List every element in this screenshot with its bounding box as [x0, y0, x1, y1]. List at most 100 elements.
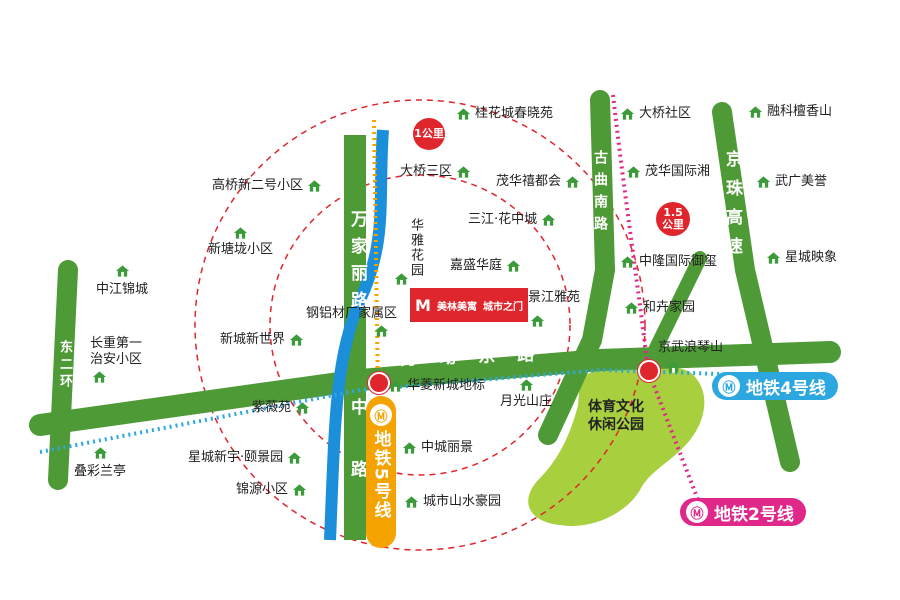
poi-maohuaguoji[interactable]: 茂华国际湘	[626, 164, 710, 180]
house-icon	[288, 452, 302, 464]
poi-label: 新塘垅小区	[208, 242, 274, 257]
metro-line4-badge[interactable]: Ⓜ 地铁4号线	[712, 372, 838, 400]
house-icon	[289, 334, 304, 346]
house-icon	[766, 252, 781, 264]
poi-chengshishanshui[interactable]: 城市山水豪园	[404, 494, 501, 510]
poi-xintanglong[interactable]: 新塘垅小区	[208, 226, 273, 258]
poi-label: 钢铝材厂家属区	[306, 306, 398, 321]
metro-line5-track	[372, 119, 380, 396]
house-icon	[565, 176, 580, 188]
house-icon	[93, 447, 107, 459]
metro-line5-label: 地铁5号线	[370, 430, 391, 520]
road-guqu	[538, 90, 616, 445]
road-dongerhuan	[48, 260, 78, 490]
metro-line2-badge[interactable]: Ⓜ 地铁2号线	[680, 498, 806, 526]
poi-maohuaxi[interactable]: 茂华禧都会	[496, 174, 580, 190]
brand-right: 城市之门	[482, 301, 523, 313]
poi-label-huayahuayuan[interactable]: 华雅花园	[408, 218, 423, 278]
poi-label: 高桥新二号小区	[212, 178, 304, 193]
poi-guihuacheng[interactable]: 桂花城春晓苑	[456, 106, 553, 122]
circle-1-5km	[194, 99, 646, 551]
poi-rongke[interactable]: 融科檀香山	[748, 104, 832, 120]
poi-label: 锦源小区	[236, 482, 289, 497]
poi-label: 京武浪琴山	[658, 340, 724, 355]
project-logo[interactable]: M 美林美寓 城市之门	[410, 288, 528, 322]
poi-label: 大桥三区	[400, 164, 453, 179]
poi-diecailanting[interactable]: 叠彩兰亭	[74, 446, 126, 480]
poi-label: 桂花城春晓苑	[475, 106, 554, 121]
house-icon	[620, 108, 635, 120]
poi-label: 中城丽景	[421, 440, 474, 455]
house-icon	[374, 325, 389, 337]
poi-sanjiang[interactable]: 三江·花中城	[468, 212, 556, 228]
poi-zhongchenglijing[interactable]: 中城丽景	[402, 440, 473, 456]
poi-wuguang[interactable]: 武广美誉	[756, 174, 827, 190]
poi-xingchengyingxiang[interactable]: 星城映象	[766, 250, 837, 266]
poi-changzhong[interactable]: 长重第一 治安小区	[90, 336, 142, 368]
house-icon	[115, 265, 129, 277]
house-icon	[402, 442, 417, 454]
metro-line2-track	[611, 94, 702, 506]
poi-heheijiayuan[interactable]: 和卉家园	[624, 300, 695, 316]
metro-line4-track	[39, 367, 721, 454]
road-label-wanjiali: 万家丽路	[347, 210, 367, 318]
brand-left: 美林美寓	[436, 301, 477, 313]
poi-tiyupark[interactable]: 体育文化 休闲公园	[588, 398, 644, 434]
poi-label: 和卉家园	[643, 300, 696, 315]
house-icon	[292, 484, 307, 496]
poi-label: 体育文化 休闲公园	[588, 399, 644, 433]
house-icon	[620, 256, 635, 268]
house-icon	[233, 227, 248, 239]
poi-jiashenghuating[interactable]: 嘉盛华庭	[450, 258, 521, 274]
poi-label: 茂华禧都会	[496, 174, 562, 189]
poi-label: 中隆国际御玺	[639, 254, 718, 269]
poi-xingchengxinyu[interactable]: 星城新宇·颐景园	[188, 450, 302, 466]
river-guitang	[324, 129, 389, 541]
poi-label: 叠彩兰亭	[74, 464, 127, 479]
house-icon	[92, 371, 107, 383]
poi-label: 月光山庄	[500, 394, 553, 409]
house-icon	[394, 273, 409, 285]
distance-badge-1-5km: 1.5 公里	[656, 202, 690, 236]
metro-icon: Ⓜ	[686, 501, 708, 523]
poi-hualingxincheng[interactable]: 华菱新城地标	[388, 378, 485, 394]
metro-line4-label: 地铁4号线	[746, 378, 826, 399]
poi-ziweiyuan[interactable]: 紫薇苑	[252, 400, 310, 416]
poi-jingwulangqinshan[interactable]: 京武浪琴山	[658, 340, 723, 356]
poi-jinyuan[interactable]: 锦源小区	[236, 482, 307, 498]
poi-gaoqiao2[interactable]: 高桥新二号小区	[212, 178, 322, 194]
house-icon	[530, 315, 545, 327]
poi-zhongjiangjincheng[interactable]: 中江锦城	[96, 264, 148, 298]
poi-label: 华菱新城地标	[407, 378, 486, 393]
house-icon	[626, 166, 641, 178]
metro-icon: Ⓜ	[718, 375, 740, 397]
house-icon	[748, 106, 763, 118]
road-jingzhu-ramp	[648, 251, 707, 357]
road-label-dongerhuan: 东二环	[57, 340, 72, 391]
poi-zhonglong[interactable]: 中隆国际御玺	[620, 254, 717, 270]
metro-line5-badge[interactable]: Ⓜ 地铁5号线	[366, 396, 396, 548]
poi-jingjiangyayuan[interactable]: 景江雅苑	[528, 290, 580, 306]
poi-label: 城市山水豪园	[423, 494, 502, 509]
house-icon	[307, 180, 322, 192]
poi-daqiao3[interactable]: 大桥三区	[400, 164, 471, 180]
poi-label: 武广美誉	[775, 174, 828, 189]
circle-1km	[269, 174, 571, 476]
station-laodong-wanjiali[interactable]	[368, 372, 390, 394]
house-icon	[456, 108, 471, 120]
poi-label: 嘉盛华庭	[450, 258, 503, 273]
house-icon	[388, 380, 403, 392]
distance-badge-1km: 1公里	[413, 118, 445, 150]
poi-lvlvchang[interactable]: 钢铝材厂家属区	[306, 306, 397, 338]
poi-daqiaosheqv[interactable]: 大桥社区	[620, 106, 691, 122]
station-laodong-guqu[interactable]	[638, 360, 660, 382]
house-icon	[624, 302, 639, 314]
poi-label: 景江雅苑	[528, 290, 581, 305]
road-label-zhong: 中	[347, 398, 367, 425]
house-icon	[295, 402, 310, 414]
poi-xinchengxinshijie[interactable]: 新城新世界	[220, 332, 304, 348]
poi-label: 中江锦城	[96, 282, 149, 297]
poi-yueguangshanzhuang[interactable]: 月光山庄	[500, 378, 552, 410]
